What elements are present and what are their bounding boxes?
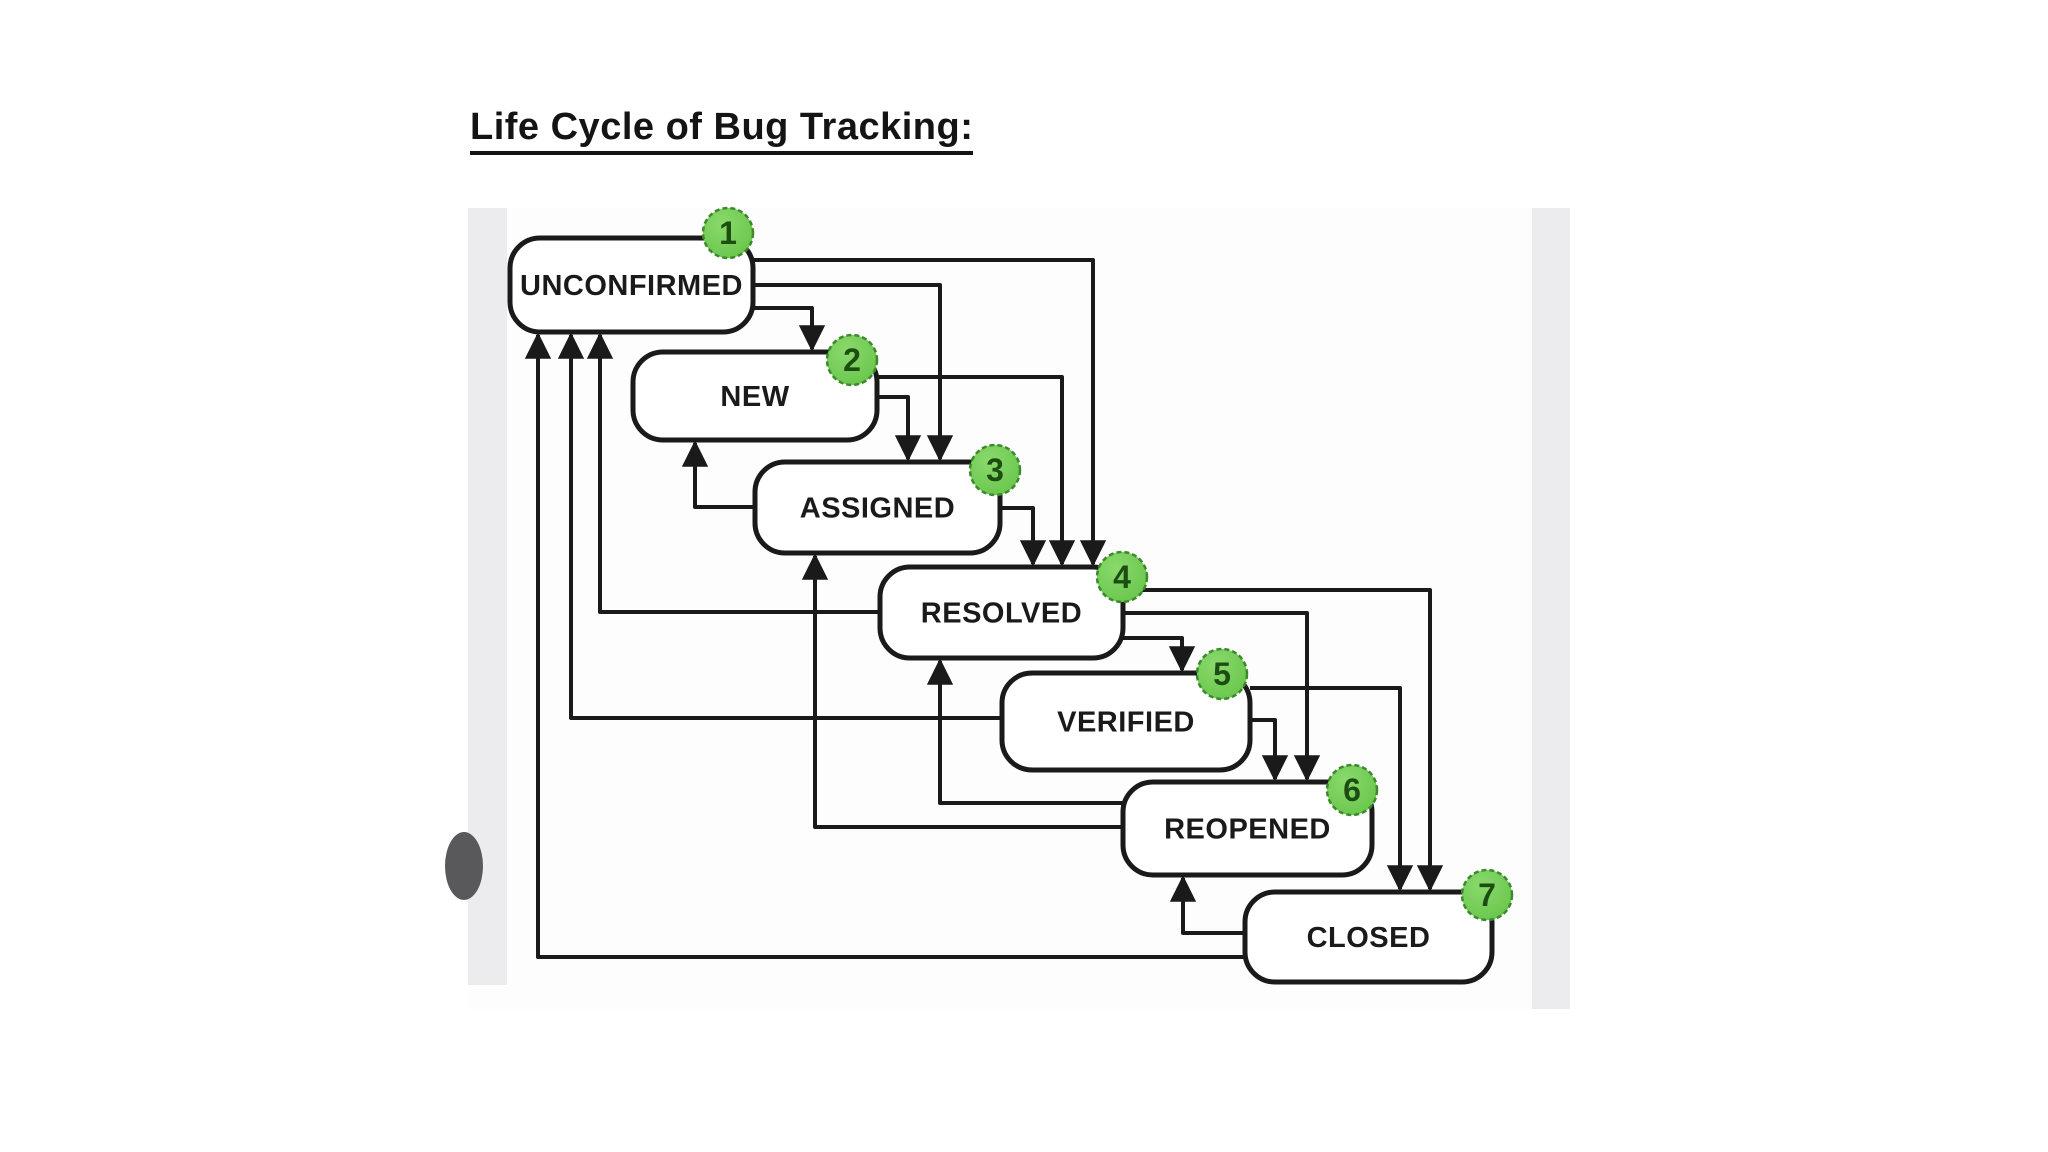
transition-resolved-to-verified-arrow xyxy=(1123,636,1196,673)
step-badge-number-7: 7 xyxy=(1478,877,1496,913)
state-label-new: NEW xyxy=(720,381,789,413)
state-node-unconfirmed: UNCONFIRMED xyxy=(507,235,756,335)
state-node-new: NEW xyxy=(630,349,880,443)
state-label-verified: VERIFIED xyxy=(1057,707,1195,739)
state-node-assigned: ASSIGNED xyxy=(752,459,1003,556)
transition-closed-to-reopened-arrow xyxy=(1169,875,1245,935)
transition-resolved-to-unconfirmed-arrow xyxy=(586,332,880,614)
transition-unconfirmed-to-new-arrow xyxy=(753,306,826,352)
transition-new-to-assigned-arrow xyxy=(877,395,922,462)
step-badge-2: 2 xyxy=(825,333,879,387)
state-label-resolved: RESOLVED xyxy=(921,598,1082,630)
step-badge-number-6: 6 xyxy=(1343,772,1361,808)
step-badge-circle-4 xyxy=(1095,550,1149,604)
transition-assigned-to-resolved-arrow xyxy=(1000,506,1047,567)
step-badge-3: 3 xyxy=(968,443,1022,497)
step-badge-7: 7 xyxy=(1460,868,1514,922)
scrollbar-blob xyxy=(445,832,483,900)
state-box-closed xyxy=(1242,889,1495,985)
step-badge-circle-5 xyxy=(1195,647,1249,701)
step-badge-1: 1 xyxy=(701,206,755,260)
step-badge-circle-6 xyxy=(1325,763,1379,817)
step-badge-4: 4 xyxy=(1095,550,1149,604)
transition-resolved-to-reopened-arrow xyxy=(1123,611,1321,782)
transition-new-to-resolved-arrow xyxy=(877,375,1076,567)
page-title: Life Cycle of Bug Tracking: xyxy=(470,106,974,155)
transition-verified-to-reopened-arrow xyxy=(1250,718,1289,782)
step-badge-number-3: 3 xyxy=(986,452,1004,488)
step-badge-5: 5 xyxy=(1195,647,1249,701)
state-node-resolved: RESOLVED xyxy=(877,564,1126,661)
step-badge-circle-3 xyxy=(968,443,1022,497)
transition-unconfirmed-to-resolved-arrow xyxy=(753,258,1107,567)
step-badge-number-5: 5 xyxy=(1213,656,1231,692)
state-box-unconfirmed xyxy=(507,235,756,335)
transition-closed-to-unconfirmed-arrow xyxy=(524,332,1247,959)
step-badge-number-1: 1 xyxy=(719,215,737,251)
step-badge-circle-1 xyxy=(701,206,755,260)
transition-resolved-to-closed-arrow xyxy=(1123,588,1444,892)
step-badge-6: 6 xyxy=(1325,763,1379,817)
state-label-closed: CLOSED xyxy=(1307,922,1431,954)
transition-reopened-to-resolved-arrow xyxy=(926,658,1123,805)
step-badge-circle-2 xyxy=(825,333,879,387)
step-badge-number-4: 4 xyxy=(1113,559,1131,595)
step-badge-number-2: 2 xyxy=(843,342,861,378)
state-node-reopened: REOPENED xyxy=(1120,779,1375,878)
transition-unconfirmed-to-assigned-arrow xyxy=(753,283,954,462)
state-label-assigned: ASSIGNED xyxy=(800,493,955,525)
state-box-resolved xyxy=(877,564,1126,661)
step-badge-circle-7 xyxy=(1460,868,1514,922)
right-gray-strip xyxy=(1532,208,1570,1009)
transition-verified-to-closed-arrow xyxy=(1250,686,1414,892)
state-box-verified xyxy=(999,670,1253,773)
state-box-reopened xyxy=(1120,779,1375,878)
state-node-closed: CLOSED xyxy=(1242,889,1495,985)
state-node-verified: VERIFIED xyxy=(999,670,1253,773)
transition-assigned-to-new-arrow xyxy=(681,440,755,509)
transition-reopened-to-assigned-arrow xyxy=(801,553,1123,829)
transition-verified-to-unconfirmed-arrow xyxy=(557,332,1002,720)
state-label-unconfirmed: UNCONFIRMED xyxy=(520,270,743,302)
state-box-assigned xyxy=(752,459,1003,556)
state-label-reopened: REOPENED xyxy=(1164,814,1331,846)
state-box-new xyxy=(630,349,880,443)
